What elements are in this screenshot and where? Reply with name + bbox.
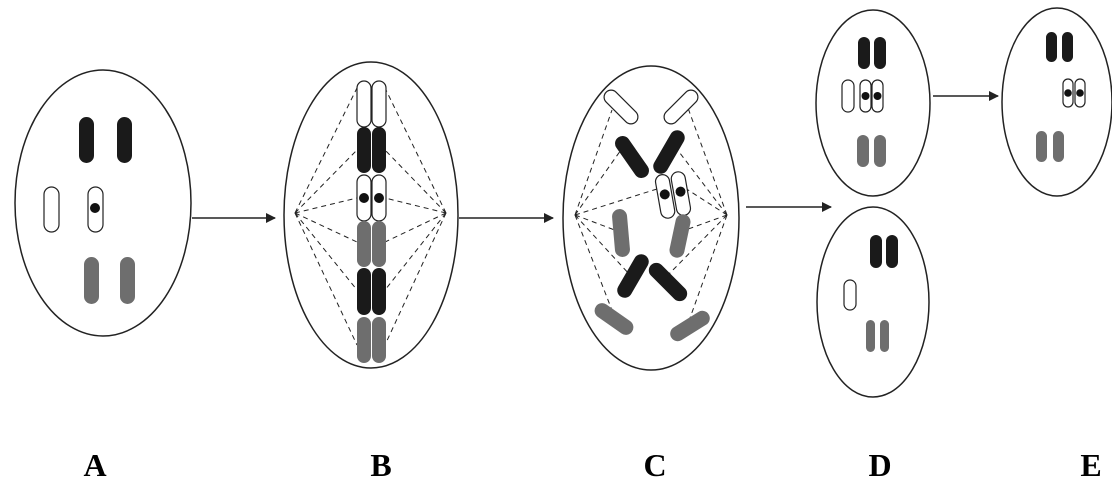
centromere xyxy=(861,92,870,100)
chromatid-grey xyxy=(357,221,371,267)
chromosome-white xyxy=(843,279,857,311)
chromosome-grey xyxy=(866,320,875,352)
chromosome-white xyxy=(841,79,855,113)
chromosome-grey xyxy=(120,257,135,304)
cell-a xyxy=(14,69,192,337)
cell-c-membrane xyxy=(562,65,740,371)
chromatid-black xyxy=(357,268,371,315)
chromatid-grey xyxy=(372,221,386,267)
chromosome-white xyxy=(603,89,639,125)
chromatid-black xyxy=(372,127,386,173)
cell-d-bottom xyxy=(816,206,930,398)
chromosome-black xyxy=(648,262,688,302)
label-stage-a: A xyxy=(83,447,107,483)
chromatid-black xyxy=(372,268,386,315)
chromatid-white xyxy=(371,80,387,128)
chromosome-black xyxy=(886,235,898,268)
chromosome-grey xyxy=(880,320,889,352)
cell-b-spindle xyxy=(294,87,447,346)
chromosome-black xyxy=(870,235,882,268)
label-stage-e: E xyxy=(1080,447,1102,483)
centromere xyxy=(359,193,369,203)
cell-d-top xyxy=(815,9,931,197)
cell-c-spindle xyxy=(574,107,728,319)
chromosome-black xyxy=(79,117,94,163)
chromatid-grey xyxy=(372,317,386,363)
chromatid-black xyxy=(357,127,371,173)
chromosome-black xyxy=(858,37,870,69)
label-stage-c: C xyxy=(643,447,667,483)
cell-b xyxy=(283,61,459,369)
chromatid-white xyxy=(356,80,372,128)
chromosome-grey xyxy=(857,135,869,167)
centromere xyxy=(675,186,686,197)
centromere xyxy=(659,189,670,200)
chromosome-grey xyxy=(1036,131,1047,162)
chromosome-grey xyxy=(612,209,630,257)
centromere xyxy=(1064,89,1072,97)
chromosome-black xyxy=(1046,32,1057,62)
chromosome-black xyxy=(874,37,886,69)
chromosome-black xyxy=(1062,32,1073,62)
chromosome-black xyxy=(615,135,649,179)
chromosome-grey xyxy=(670,310,710,342)
chromosome-pair-white-centromere xyxy=(654,171,692,219)
cell-b-chromosomes xyxy=(356,80,387,363)
label-stage-d: D xyxy=(868,447,892,483)
chromosome-grey xyxy=(1053,131,1064,162)
cell-a-chromosomes xyxy=(43,117,135,304)
centromere xyxy=(1076,89,1084,97)
cell-c-chromosomes xyxy=(594,89,710,342)
chromosome-grey xyxy=(84,257,99,304)
chromosome-grey xyxy=(669,214,691,258)
centromere xyxy=(90,203,100,213)
chromosome-pair-white-centromere xyxy=(859,79,884,113)
cell-e xyxy=(1001,7,1112,197)
chromosome-white xyxy=(43,186,60,233)
cell-d-bottom-membrane xyxy=(816,206,930,398)
cell-e-membrane xyxy=(1001,7,1112,197)
centromere xyxy=(873,92,882,100)
chromosome-grey xyxy=(874,135,886,167)
chromosome-black xyxy=(653,130,685,174)
chromosome-pair-white-centromere xyxy=(1062,78,1086,108)
chromosome-black xyxy=(117,117,132,163)
label-stage-b: B xyxy=(370,447,392,483)
cell-c xyxy=(562,65,740,371)
chromosome-white xyxy=(663,89,699,125)
chromatid-grey xyxy=(357,317,371,363)
chromosome-black xyxy=(617,254,649,298)
chromosome-grey xyxy=(594,303,634,335)
centromere xyxy=(374,193,384,203)
